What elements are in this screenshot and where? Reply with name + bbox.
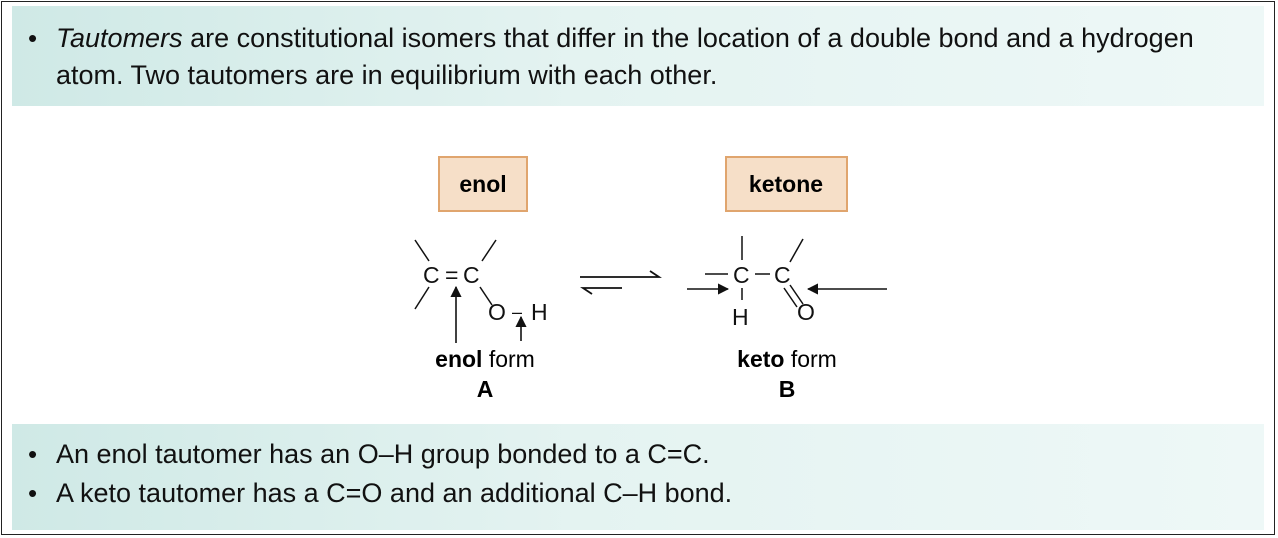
enol-label: enol	[459, 171, 506, 197]
keto-c2: C	[774, 262, 791, 288]
enol-structure: C = C O – H	[414, 239, 548, 325]
keto-form-rest: form	[784, 346, 836, 372]
keto-letter: B	[779, 376, 796, 402]
enol-form-caption: enol form	[435, 346, 535, 372]
bullet-dot: •	[28, 478, 38, 508]
bullet-dot: •	[28, 439, 38, 469]
keto-c1: C	[733, 262, 750, 288]
summary-bullet-keto: • A keto tautomer has a C=O and an addit…	[28, 475, 1234, 512]
enol-oxygen: O	[488, 299, 506, 325]
keto-form-bold: keto	[737, 346, 784, 372]
enol-double-bond: =	[445, 262, 458, 288]
summary-bullet-enol-text: An enol tautomer has an O–H group bonded…	[56, 439, 710, 469]
bullet-dot: •	[28, 23, 38, 53]
definition-panel: • Tautomers are constitutional isomers t…	[12, 6, 1264, 106]
enol-form-rest: form	[482, 346, 534, 372]
summary-bullet-keto-text: A keto tautomer has a C=O and an additio…	[56, 478, 733, 508]
enol-c1: C	[423, 262, 440, 288]
enol-c2: C	[463, 262, 480, 288]
ketone-label: ketone	[749, 171, 823, 197]
keto-oxygen: O	[797, 299, 815, 325]
enol-label-box	[438, 156, 528, 212]
keto-form-caption: keto form	[737, 346, 837, 372]
enol-oh-bond: –	[512, 302, 522, 322]
summary-bullet-enol: • An enol tautomer has an O–H group bond…	[28, 436, 1234, 473]
enol-letter: A	[477, 376, 494, 402]
tautomer-diagram: enol ketone C = C O – H enol form A	[414, 156, 887, 402]
enol-hydrogen: H	[531, 299, 548, 325]
definition-text: are constitutional isomers that differ i…	[56, 23, 1194, 90]
tautomers-term: Tautomers	[56, 23, 183, 53]
keto-structure: C C H O	[705, 236, 815, 330]
ketone-label-box	[725, 156, 848, 212]
summary-panel: • An enol tautomer has an O–H group bond…	[12, 424, 1264, 530]
keto-hydrogen: H	[732, 304, 749, 330]
definition-bullet: • Tautomers are constitutional isomers t…	[28, 20, 1234, 94]
enol-form-bold: enol	[435, 346, 482, 372]
equilibrium-arrows	[580, 270, 662, 295]
